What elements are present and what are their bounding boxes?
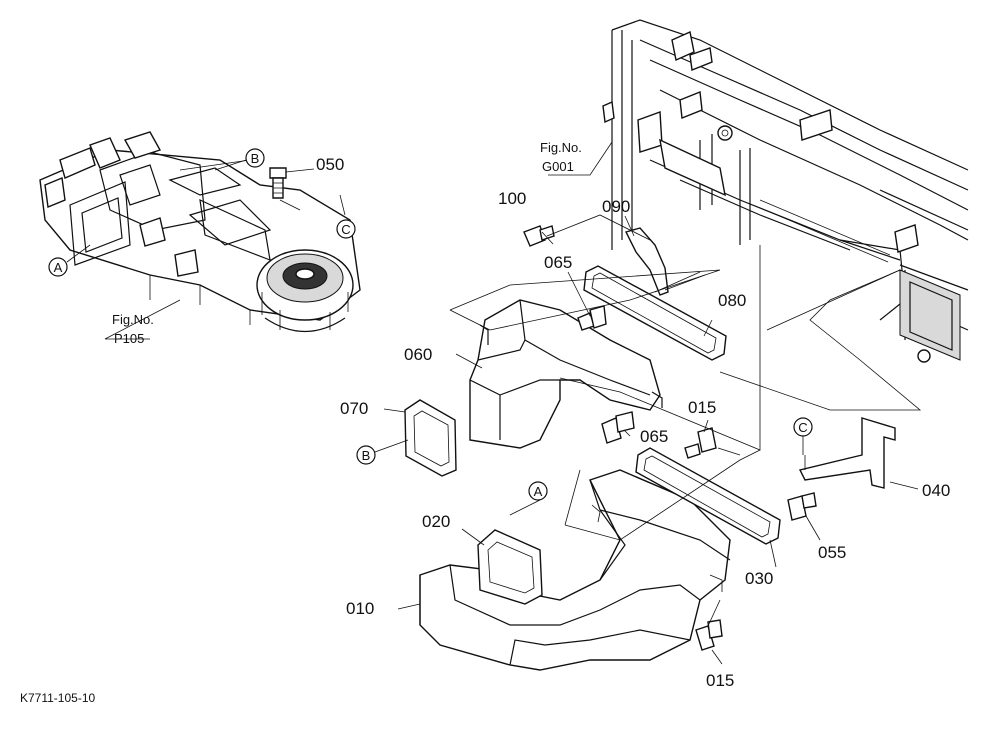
- marker-a-left: A: [48, 244, 91, 277]
- duct-060: [469, 299, 663, 449]
- bolt-015-lower: [695, 619, 723, 651]
- svg-text:A: A: [54, 260, 63, 275]
- drawing-code: K7711-105-10: [20, 691, 95, 705]
- svg-text:B: B: [362, 448, 371, 463]
- svg-text:C: C: [798, 420, 807, 435]
- cab-frame-drawing: [602, 19, 969, 363]
- leader-lines: [104, 141, 919, 665]
- bolt-065-upper: [577, 305, 607, 331]
- bracket-090: [624, 227, 669, 296]
- label-080: 080: [718, 291, 746, 310]
- svg-text:C: C: [341, 222, 350, 237]
- bracket-040: [798, 417, 896, 489]
- marker-c-top: C: [336, 219, 356, 239]
- label-100: 100: [498, 189, 526, 208]
- marker-b-left: B: [356, 439, 409, 465]
- label-090: 090: [602, 197, 630, 216]
- marker-a-right: A: [528, 481, 548, 501]
- marker-c-right: C: [793, 417, 813, 455]
- bolt-015-upper: [684, 427, 717, 459]
- bolt-100: [523, 225, 555, 247]
- label-015-upper: 015: [688, 398, 716, 417]
- label-040: 040: [922, 481, 950, 500]
- heater-unit-drawing: [39, 131, 361, 333]
- label-065-lower: 065: [640, 427, 668, 446]
- fig-ref-p105-line2: P105: [114, 331, 144, 346]
- label-050: 050: [316, 155, 344, 174]
- duct-010: [419, 469, 731, 671]
- label-065-upper: 065: [544, 253, 572, 272]
- bolt-065-lower: [601, 411, 635, 444]
- svg-text:B: B: [251, 151, 260, 166]
- svg-text:A: A: [534, 484, 543, 499]
- gasket-080: [583, 265, 727, 361]
- bolt-055: [787, 492, 817, 521]
- fig-ref-g001-line2: G001: [542, 159, 574, 174]
- label-070: 070: [340, 399, 368, 418]
- label-060: 060: [404, 345, 432, 364]
- marker-b-top: B: [214, 148, 265, 171]
- fig-ref-p105-line1: Fig.No.: [112, 312, 154, 327]
- label-030: 030: [745, 569, 773, 588]
- guide-lines: [179, 159, 922, 627]
- label-010: 010: [346, 599, 374, 618]
- fig-ref-g001-line1: Fig.No.: [540, 140, 582, 155]
- seal-070: [404, 399, 457, 477]
- label-055: 055: [818, 543, 846, 562]
- label-015-lower: 015: [706, 671, 734, 690]
- label-020: 020: [422, 512, 450, 531]
- seal-020: [477, 529, 543, 605]
- gasket-030: [635, 447, 781, 545]
